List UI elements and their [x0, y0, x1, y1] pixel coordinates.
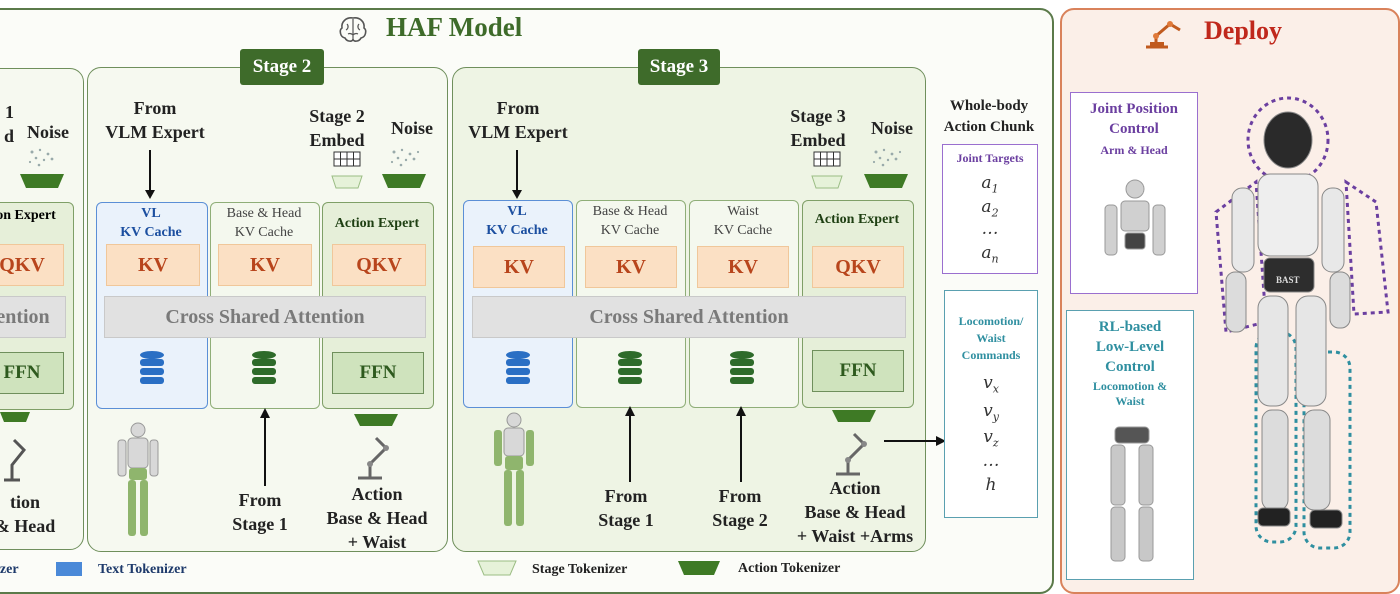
haf-title-group: HAF Model	[336, 12, 556, 46]
stage3-robot-arm-icon	[832, 410, 876, 476]
stage3-from-stage1: From Stage 1	[598, 486, 654, 530]
stage2-vl-database-icon	[140, 351, 164, 384]
stage2-bh-kv: KV	[218, 244, 312, 286]
stage3-from-stage2: From Stage 2	[712, 486, 768, 530]
stage1-ffn: FFN	[0, 352, 64, 394]
joint-position-sub: Arm & Head	[1100, 143, 1168, 157]
stage3-cross-attention: Cross Shared Attention	[472, 296, 906, 338]
stage3-embed-label: Stage 3 Embed	[790, 106, 846, 150]
lower-body-icon	[1110, 426, 1154, 562]
stage2-robot-arm-icon	[354, 414, 398, 480]
stage2-stage1-arrow	[260, 408, 270, 486]
stage2-ffn: FFN	[332, 352, 424, 394]
stage3-act-label: Action Expert	[814, 212, 900, 227]
joint-targets-panel: Joint Targets a1 a2 … an	[942, 144, 1038, 274]
legend-text-tokenizer-swatch	[56, 562, 82, 576]
stage2-humanoid-icon	[117, 422, 159, 536]
stage3-vlm-arrow	[512, 150, 522, 199]
stage3-noise-label: Noise	[871, 118, 913, 138]
joint-target-a2: a2	[981, 197, 999, 220]
stage2-act-qkv: QKV	[332, 244, 426, 286]
stage3-from-vlm: From VLM Expert	[468, 98, 568, 142]
legend-tokenizer-partial: izer	[0, 562, 19, 577]
stage1-embed-label: 1 d	[3, 102, 14, 146]
legend-action-tokenizer: Action Tokenizer	[738, 561, 841, 576]
rl-control-panel: RL-based Low-Level Control Locomotion & …	[1066, 310, 1194, 580]
joint-targets-title: Joint Targets	[956, 151, 1024, 165]
deploy-title: Deploy	[1204, 16, 1282, 45]
stage3-humanoid-icon	[494, 412, 534, 526]
stage1-action-label: tion & Head	[0, 492, 56, 536]
stage2-noise-icon	[382, 148, 426, 188]
stage3-bh-database-icon	[618, 351, 642, 384]
stage3-bh-kv: KV	[585, 246, 677, 288]
stage3-ffn: FFN	[812, 350, 904, 392]
stage3-vl-label: VL KV Cache	[486, 204, 548, 238]
stage3-stage2-arrow	[736, 406, 746, 482]
loco-ellipsis: …	[982, 451, 1000, 471]
stage3-waist-database-icon	[730, 351, 754, 384]
stage2-vl-label: VL KV Cache	[120, 206, 182, 240]
robot-arm-icon	[1146, 21, 1181, 49]
joint-position-panel: Joint Position Control Arm & Head	[1070, 92, 1198, 294]
loco-vz: vz	[983, 427, 999, 450]
stage2-embed-label: Stage 2 Embed	[309, 106, 365, 150]
humanoid-robot-image	[1214, 96, 1390, 550]
stage3-bh-label: Base & Head KV Cache	[592, 204, 668, 238]
stage3-noise-icon	[864, 148, 908, 188]
action-chunk-title: Whole-body Action Chunk	[943, 98, 1035, 135]
joint-position-title: Joint Position Control	[1090, 101, 1178, 137]
stage3-stage1-arrow	[625, 406, 635, 482]
stage2-act-label: Action Expert	[334, 216, 420, 231]
stage2-from-stage1: From Stage 1	[232, 490, 288, 534]
locomotion-title: Locomotion/ Waist Commands	[958, 314, 1024, 362]
stage1-noise-label: Noise	[27, 122, 69, 142]
rl-control-sub: Locomotion & Waist	[1092, 379, 1168, 408]
upper-body-icon	[1104, 179, 1166, 256]
haf-title: HAF Model	[386, 12, 523, 42]
loco-vx: vx	[983, 373, 999, 396]
brain-icon	[339, 17, 367, 42]
rl-control-title: RL-based Low-Level Control	[1095, 319, 1165, 375]
stage3-vl-database-icon	[506, 351, 530, 384]
stage2-bh-database-icon	[252, 351, 276, 384]
joint-target-an: an	[981, 243, 999, 266]
stage2-embed-icon	[331, 151, 363, 189]
output-arrow	[884, 436, 946, 446]
robot-badge: BAST	[1276, 275, 1300, 285]
stage3-action-label: Action Base & Head + Waist +Arms	[796, 478, 914, 546]
stage1-expert-label: on Expert	[0, 208, 56, 223]
stage2-vlm-arrow	[145, 150, 155, 199]
stage3-act-qkv: QKV	[812, 246, 904, 288]
stage1-robot-arm-icon	[0, 412, 30, 482]
stage3-waist-kv: KV	[697, 246, 789, 288]
stage3-embed-icon	[811, 151, 843, 189]
stage2-noise-label: Noise	[391, 118, 433, 138]
legend-stage-tokenizer-icon	[477, 560, 517, 576]
stage2-vl-kv: KV	[106, 244, 200, 286]
stage3-label: Stage 3	[638, 49, 720, 85]
stage2-bh-label: Base & Head KV Cache	[226, 206, 302, 240]
stage1-noise-icon	[20, 148, 64, 188]
loco-h: h	[985, 475, 997, 495]
legend-text-tokenizer: Text Tokenizer	[98, 562, 187, 577]
legend-stage-tokenizer: Stage Tokenizer	[532, 562, 628, 577]
stage2-label: Stage 2	[240, 49, 324, 85]
stage1-qkv: QKV	[0, 244, 64, 286]
stage2-cross-attention: Cross Shared Attention	[104, 296, 426, 338]
stage3-waist-label: Waist KV Cache	[713, 204, 773, 238]
stage2-action-label: Action Base & Head + Waist	[326, 484, 428, 552]
stage2-from-vlm: From VLM Expert	[105, 98, 205, 142]
stage3-vl-kv: KV	[473, 246, 565, 288]
locomotion-panel: Locomotion/ Waist Commands vx vy vz … h	[944, 290, 1038, 518]
joint-target-a1: a1	[981, 173, 999, 196]
joint-target-ellipsis: …	[981, 219, 999, 239]
stage1-attention: ention	[0, 296, 66, 338]
loco-vy: vy	[983, 401, 999, 424]
legend-action-tokenizer-icon	[678, 561, 720, 575]
